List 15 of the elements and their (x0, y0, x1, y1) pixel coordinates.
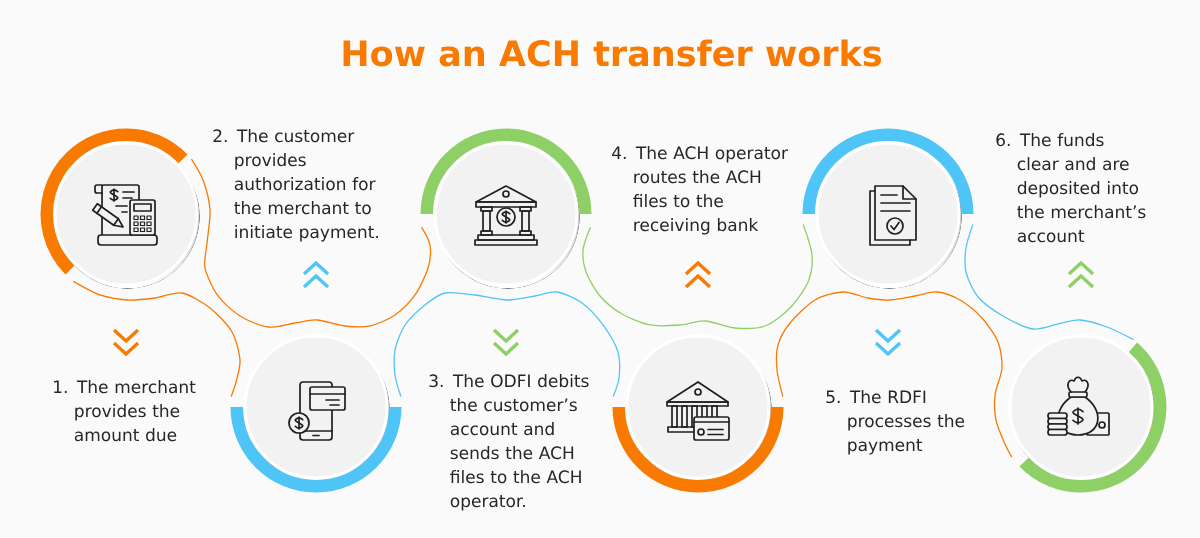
title: How an ACH transfer works (343, 39, 881, 67)
connector-line (582, 223, 813, 330)
step-description: 4. The ACH operator routes the ACH files to the receiving bank (612, 146, 788, 235)
connector-line (964, 223, 1135, 341)
step-circle (802, 128, 974, 289)
step-description: 2. The customer provides authorization for the merchant to initiate payment. (213, 129, 378, 242)
step-description: 3. The ODFI debits the customer’s account and sends the ACH files to the ACH operator. (429, 374, 589, 511)
connector-line (775, 291, 1013, 458)
step-description: 1. The merchant provides the amount due (54, 380, 196, 442)
step-description: 6. The funds clear and are deposited into the merchant’s account (996, 133, 1146, 243)
step-circle (420, 128, 592, 289)
step-description: 5. The RDFI processes the payment (826, 390, 965, 455)
connector-line (190, 158, 431, 328)
connector-line (72, 280, 241, 398)
connector-line (393, 291, 621, 398)
